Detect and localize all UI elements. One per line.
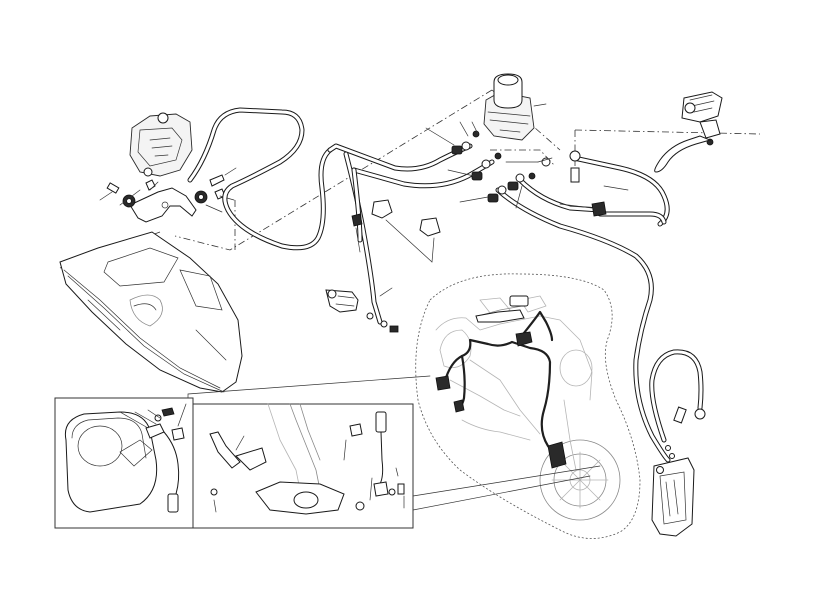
- motorcycle-overview: [415, 273, 641, 539]
- front-sensor-detail: [192, 403, 414, 529]
- hose-fittings: [425, 121, 581, 209]
- front-brake-hose: [649, 349, 706, 459]
- caliper-fasteners: [99, 167, 237, 213]
- front-brake-master-cylinder: [681, 91, 723, 146]
- rear-brake-hose: [187, 107, 333, 251]
- abs-wiring-harness: [435, 310, 567, 469]
- front-brake-caliper: [651, 457, 695, 537]
- rear-sensor-detail: [54, 397, 194, 529]
- rear-brake-caliper: [129, 112, 193, 177]
- abs-control-unit: [483, 73, 547, 141]
- caliper-bracket: [129, 187, 197, 223]
- hose-clamps: [351, 185, 629, 263]
- rear-brake-master-cylinder: [325, 287, 399, 333]
- rear-fender-undertray: [59, 231, 243, 393]
- front-brake-lever: [654, 135, 712, 173]
